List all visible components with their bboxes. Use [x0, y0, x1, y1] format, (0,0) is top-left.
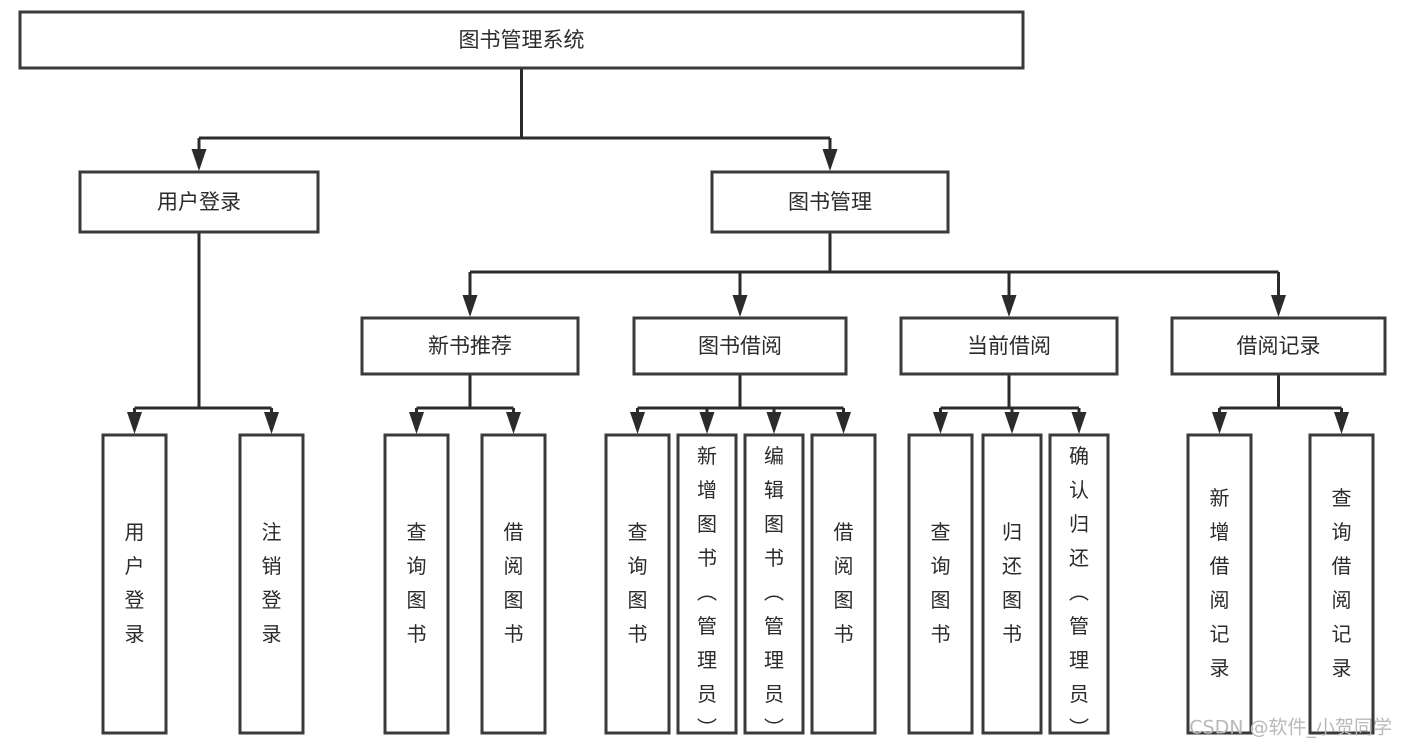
csdn-watermark: CSDN @软件_小贺同学	[1189, 717, 1392, 739]
node-label-l1_1: 图书管理	[788, 190, 872, 214]
node-label-leaf_8: 查询图书	[931, 520, 951, 646]
node-label-leaf_0: 用户登录	[125, 520, 145, 646]
node-box-leaf_1	[238, 433, 305, 735]
node-label-leaf_5: 新增图书︵管理员︶	[697, 444, 717, 740]
node-box-leaf_9	[981, 433, 1043, 735]
node-label-leaf_1: 注销登录	[262, 520, 282, 646]
connector-layer	[127, 68, 1349, 434]
node-box-l2_3	[1170, 316, 1387, 376]
node-leaf_4[interactable]: 查询图书	[604, 433, 671, 735]
node-leaf_12[interactable]: 查询借阅记录	[1308, 433, 1375, 735]
node-leaf_9[interactable]: 归还图书	[981, 433, 1043, 735]
node-leaf_1[interactable]: 注销登录	[238, 433, 305, 735]
node-leaf_6[interactable]: 编辑图书︵管理员︶	[743, 433, 805, 740]
node-label-leaf_2: 查询图书	[407, 520, 427, 646]
node-box-leaf_11	[1186, 433, 1253, 735]
node-label-leaf_6: 编辑图书︵管理员︶	[764, 444, 784, 740]
node-box-l1_1	[710, 170, 950, 234]
node-box-leaf_3	[480, 433, 547, 735]
node-box-leaf_0	[101, 433, 168, 735]
node-box-leaf_10	[1048, 433, 1110, 735]
node-box-l2_2	[899, 316, 1119, 376]
node-box-leaf_2	[383, 433, 450, 735]
node-l2_0[interactable]: 新书推荐	[360, 316, 580, 376]
node-l1_1[interactable]: 图书管理	[710, 170, 950, 234]
node-leaf_3[interactable]: 借阅图书	[480, 433, 547, 735]
node-label-leaf_10: 确认归还︵管理员︶	[1069, 444, 1089, 740]
node-label-leaf_4: 查询图书	[628, 520, 648, 646]
node-label-leaf_9: 归还图书	[1002, 520, 1022, 646]
node-leaf_2[interactable]: 查询图书	[383, 433, 450, 735]
node-box-leaf_6	[743, 433, 805, 735]
node-box-leaf_7	[810, 433, 877, 735]
node-box-leaf_8	[907, 433, 974, 735]
node-label-root: 图书管理系统	[459, 28, 585, 52]
node-label-l2_3: 借阅记录	[1237, 334, 1321, 358]
node-leaf_0[interactable]: 用户登录	[101, 433, 168, 735]
node-label-l1_0: 用户登录	[157, 190, 241, 214]
node-leaf_8[interactable]: 查询图书	[907, 433, 974, 735]
node-l2_2[interactable]: 当前借阅	[899, 316, 1119, 376]
node-box-leaf_12	[1308, 433, 1375, 735]
node-label-l2_0: 新书推荐	[428, 334, 512, 358]
node-leaf_5[interactable]: 新增图书︵管理员︶	[676, 433, 738, 740]
node-l2_1[interactable]: 图书借阅	[632, 316, 848, 376]
node-box-root	[18, 10, 1025, 70]
node-box-l2_0	[360, 316, 580, 376]
node-l1_0[interactable]: 用户登录	[78, 170, 320, 234]
node-leaf_7[interactable]: 借阅图书	[810, 433, 877, 735]
node-box-l2_1	[632, 316, 848, 376]
node-box-leaf_4	[604, 433, 671, 735]
node-box-l1_0	[78, 170, 320, 234]
node-label-l2_2: 当前借阅	[967, 334, 1051, 358]
node-leaf_11[interactable]: 新增借阅记录	[1186, 433, 1253, 735]
node-label-leaf_12: 查询借阅记录	[1332, 486, 1352, 680]
node-box-leaf_5	[676, 433, 738, 735]
node-label-leaf_7: 借阅图书	[834, 520, 854, 646]
node-l2_3[interactable]: 借阅记录	[1170, 316, 1387, 376]
node-leaf_10[interactable]: 确认归还︵管理员︶	[1048, 433, 1110, 740]
node-layer: 图书管理系统用户登录图书管理新书推荐图书借阅当前借阅借阅记录用户登录注销登录查询…	[18, 10, 1387, 740]
node-label-leaf_3: 借阅图书	[504, 520, 524, 646]
node-label-leaf_11: 新增借阅记录	[1210, 486, 1230, 680]
node-root[interactable]: 图书管理系统	[18, 10, 1025, 70]
node-label-l2_1: 图书借阅	[698, 334, 782, 358]
